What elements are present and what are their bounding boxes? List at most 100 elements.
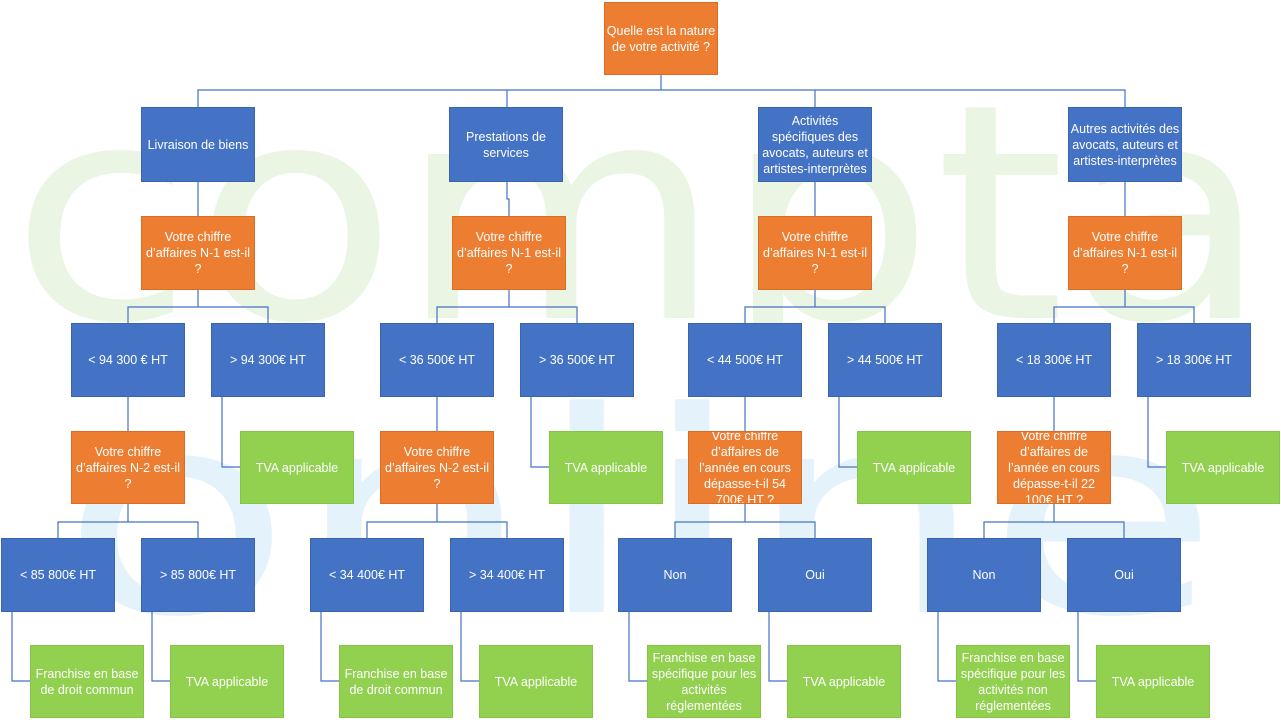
node-label: Non: [972, 568, 996, 582]
ca-n2-question-livraison: Votre chiffre d’affaires N-2 est-il ?: [71, 431, 185, 504]
connector: [628, 612, 647, 682]
connector: [127, 306, 269, 323]
answer-non-specifiques: Non: [618, 538, 732, 612]
connector: [366, 521, 508, 538]
node-label: TVA applicable: [802, 674, 886, 689]
threshold-upper-prestations: > 36 500€ HT: [520, 323, 634, 397]
node-label: TVA applicable: [494, 674, 578, 689]
threshold-upper-specifiques: > 44 500€ HT: [828, 323, 942, 397]
node-label: TVA applicable: [1181, 460, 1265, 475]
node-label: Votre chiffre d’affaires N-1 est-il ?: [1073, 230, 1177, 276]
node-label: > 85 800€ HT: [159, 568, 237, 582]
node-label: > 36 500€ HT: [538, 353, 616, 367]
connector: [1077, 612, 1096, 682]
threshold-lower-livraison: < 94 300 € HT: [71, 323, 185, 397]
ca-annee-en-cours-question-autres: Votre chiffre d’affaires de l’année en c…: [997, 431, 1111, 504]
node-label: TVA applicable: [872, 460, 956, 475]
node-label: > 94 300€ HT: [229, 353, 307, 367]
franchise-activites-non-reglementees-result: Franchise en base spécifique pour les ac…: [956, 645, 1070, 718]
threshold-upper-autres: > 18 300€ HT: [1137, 323, 1251, 397]
node-label: < 44 500€ HT: [706, 353, 784, 367]
node-label: Livraison de biens: [147, 137, 249, 152]
tva-applicable-result: TVA applicable: [787, 645, 901, 718]
threshold-n2-lower-prestations: < 34 400€ HT: [310, 538, 424, 612]
activites-specifiques-node: Activités spécifiques des avocats, auteu…: [758, 107, 872, 182]
tva-applicable-result: TVA applicable: [170, 645, 284, 718]
node-label: Votre chiffre d’affaires N-1 est-il ?: [146, 230, 250, 276]
answer-oui-autres: Oui: [1067, 538, 1181, 612]
node-label: TVA applicable: [1111, 674, 1195, 689]
node-label: Franchise en base de droit commun: [35, 666, 139, 697]
node-label: Non: [663, 568, 687, 582]
node-label: < 94 300 € HT: [88, 353, 168, 367]
threshold-lower-prestations: < 36 500€ HT: [380, 323, 494, 397]
threshold-n2-lower-livraison: < 85 800€ HT: [1, 538, 115, 612]
node-label: Oui: [1114, 568, 1134, 582]
connector: [983, 521, 1125, 538]
threshold-upper-livraison: > 94 300€ HT: [211, 323, 325, 397]
node-label: Franchise en base spécifique pour les ac…: [960, 650, 1066, 713]
franchise-activites-reglementees-result: Franchise en base spécifique pour les ac…: [647, 645, 761, 718]
answer-oui-specifiques: Oui: [758, 538, 872, 612]
connector: [197, 89, 1126, 107]
node-label: Votre chiffre d’affaires N-2 est-il ?: [385, 444, 489, 491]
watermark-line2: online: [60, 353, 1220, 679]
node-label: Votre chiffre d’affaires N-2 est-il ?: [76, 444, 180, 491]
connector: [11, 612, 30, 682]
ca-annee-en-cours-question-specifiques: Votre chiffre d’affaires de l’année en c…: [688, 431, 802, 504]
connector: [506, 182, 510, 216]
connector: [436, 306, 578, 323]
threshold-n2-upper-livraison: > 85 800€ HT: [141, 538, 255, 612]
node-label: Votre chiffre d’affaires N-1 est-il ?: [763, 230, 867, 276]
connector: [768, 612, 787, 682]
ca-n1-question-specifiques: Votre chiffre d’affaires N-1 est-il ?: [758, 216, 872, 290]
node-label: TVA applicable: [564, 460, 648, 475]
node-label: TVA applicable: [255, 460, 339, 475]
node-label: Activités spécifiques des avocats, auteu…: [762, 113, 868, 176]
node-label: > 34 400€ HT: [468, 568, 546, 582]
tva-applicable-result: TVA applicable: [1096, 645, 1210, 718]
node-label: < 18 300€ HT: [1015, 353, 1093, 367]
franchise-droit-commun-result: Franchise en base de droit commun: [339, 645, 453, 718]
ca-n2-question-prestations: Votre chiffre d’affaires N-2 est-il ?: [380, 431, 494, 504]
threshold-lower-autres: < 18 300€ HT: [997, 323, 1111, 397]
autres-activites-node: Autres activités des avocats, auteurs et…: [1068, 107, 1182, 182]
prestations-de-services-node: Prestations de services: [449, 107, 563, 182]
tva-applicable-result: TVA applicable: [1166, 431, 1280, 504]
node-label: TVA applicable: [185, 674, 269, 689]
node-label: > 18 300€ HT: [1155, 353, 1233, 367]
connector: [838, 397, 857, 468]
connector: [937, 612, 956, 682]
node-label: < 36 500€ HT: [398, 353, 476, 367]
ca-n1-question-livraison: Votre chiffre d’affaires N-1 est-il ?: [141, 216, 255, 290]
node-label: Votre chiffre d’affaires de l’année en c…: [1008, 431, 1100, 504]
node-label: Autres activités des avocats, auteurs et…: [1070, 121, 1180, 168]
threshold-n2-upper-prestations: > 34 400€ HT: [450, 538, 564, 612]
connector: [1053, 306, 1195, 323]
node-label: Oui: [805, 568, 825, 582]
node-label: < 85 800€ HT: [19, 568, 97, 582]
franchise-droit-commun-result: Franchise en base de droit commun: [30, 645, 144, 718]
connector: [744, 306, 886, 323]
node-label: Franchise en base de droit commun: [344, 666, 448, 697]
answer-non-autres: Non: [927, 538, 1041, 612]
connector: [221, 397, 240, 468]
connector: [460, 612, 479, 682]
connector: [530, 397, 549, 468]
connector: [1147, 397, 1166, 468]
root-question: Quelle est la nature de votre activité ?: [604, 2, 718, 75]
ca-n1-question-prestations: Votre chiffre d’affaires N-1 est-il ?: [452, 216, 566, 290]
node-label: Franchise en base spécifique pour les ac…: [651, 650, 757, 713]
connector: [674, 521, 816, 538]
connector: [57, 521, 199, 538]
connector: [151, 612, 170, 682]
node-label: < 34 400€ HT: [328, 568, 406, 582]
tva-applicable-result: TVA applicable: [479, 645, 593, 718]
root-question-label: Quelle est la nature de votre activité ?: [606, 23, 716, 54]
livraison-de-biens-node: Livraison de biens: [141, 107, 255, 182]
node-label: Prestations de services: [466, 129, 546, 160]
ca-n1-question-autres: Votre chiffre d’affaires N-1 est-il ?: [1068, 216, 1182, 290]
node-label: Votre chiffre d’affaires de l’année en c…: [699, 431, 791, 504]
threshold-lower-specifiques: < 44 500€ HT: [688, 323, 802, 397]
